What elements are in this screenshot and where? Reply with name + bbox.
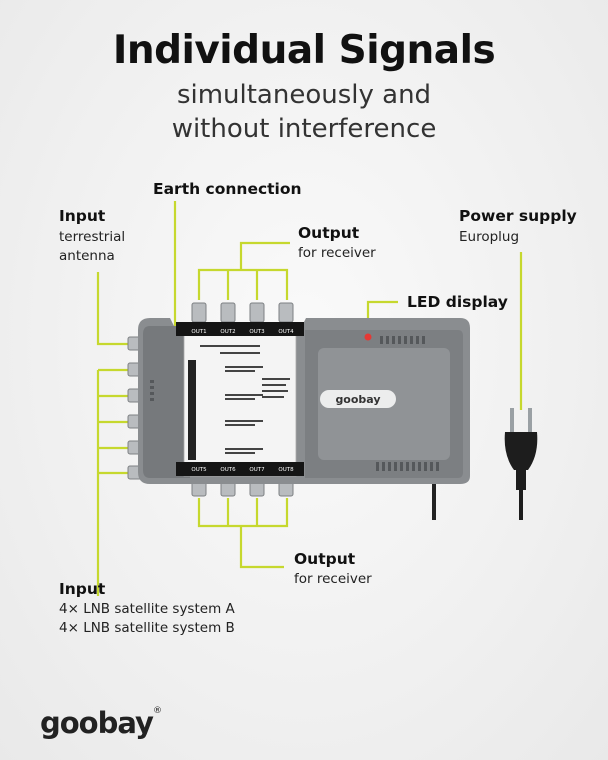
led-indicator xyxy=(364,333,372,341)
out-bottom-6: OUT6 xyxy=(220,467,236,473)
subtitle-line-2: without interference xyxy=(171,114,437,144)
top-connectors xyxy=(191,302,294,323)
brand-logo: goobay® xyxy=(40,706,162,740)
callout-lines xyxy=(96,201,523,596)
output-top-label: Output xyxy=(298,224,360,242)
input-lnb-label: Input xyxy=(59,580,106,598)
page-title: Individual Signals xyxy=(112,28,496,73)
input-terr-label: Input xyxy=(59,207,106,225)
europlug-icon xyxy=(504,408,538,520)
output-bottom-sub: for receiver xyxy=(294,571,372,587)
brand-logo-text: goobay xyxy=(40,706,154,740)
output-bottom-label: Output xyxy=(294,550,356,568)
out-bottom-7: OUT7 xyxy=(249,467,265,473)
output-top-sub: for receiver xyxy=(298,245,376,261)
out-top-2: OUT2 xyxy=(220,329,235,335)
input-terr-line2: antenna xyxy=(59,248,115,264)
input-terr-line1: terrestrial xyxy=(59,229,126,245)
out-bottom-8: OUT8 xyxy=(278,467,294,473)
input-lnb-line1: 4× LNB satellite system A xyxy=(59,601,235,617)
power-label: Power supply xyxy=(459,207,577,225)
out-top-4: OUT4 xyxy=(278,329,294,335)
led-label: LED display xyxy=(407,293,508,311)
device-housing: goobay OUT1 OUT2 OUT3 OUT4 OUT5 OUT6 OUT… xyxy=(138,318,470,484)
brand-logo-reg: ® xyxy=(152,706,162,716)
power-sub: Europlug xyxy=(459,229,520,245)
out-bottom-5: OUT5 xyxy=(191,467,207,473)
out-top-3: OUT3 xyxy=(249,329,265,335)
device-brand: goobay xyxy=(335,393,380,406)
out-top-1: OUT1 xyxy=(191,329,206,335)
earth-label: Earth connection xyxy=(153,180,302,198)
subtitle-line-1: simultaneously and xyxy=(176,80,432,110)
input-lnb-line2: 4× LNB satellite system B xyxy=(59,620,235,636)
